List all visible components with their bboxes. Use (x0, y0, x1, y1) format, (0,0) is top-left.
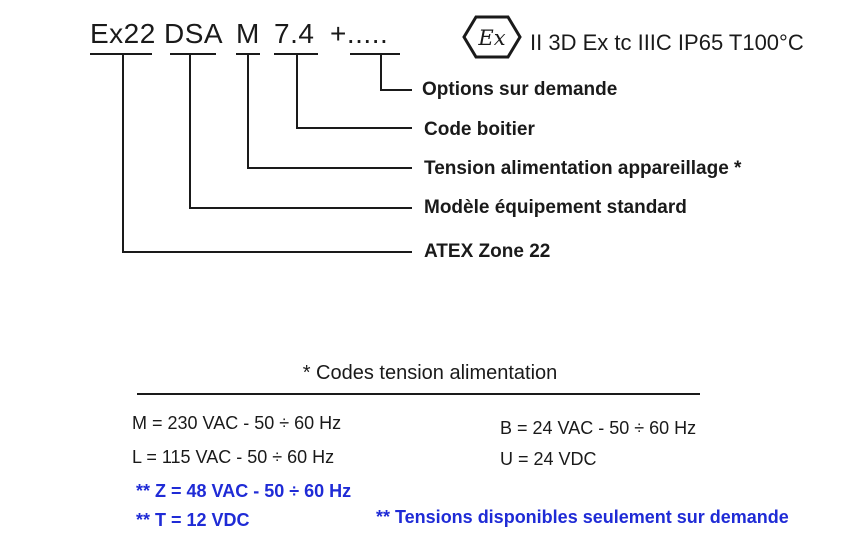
voltage-code-b: B = 24 VAC - 50 ÷ 60 Hz (500, 418, 697, 438)
leader-tension-horizontal (247, 167, 412, 169)
atex-hexagon (462, 15, 522, 59)
voltage-code-t: ** T = 12 VDC (136, 510, 250, 530)
underline-options (350, 53, 400, 55)
code-part-options: +..... (330, 18, 389, 49)
underline-ex22 (90, 53, 152, 55)
leader-boitier-horizontal (296, 127, 412, 129)
leader-boitier-vertical (296, 55, 298, 129)
voltage-code-z: ** Z = 48 VAC - 50 ÷ 60 Hz (136, 481, 352, 501)
atex-marking-text: II 3D Ex tc IIIC IP65 T100°C (530, 30, 804, 55)
code-part-m: M (236, 18, 260, 49)
leader-modele-vertical (189, 55, 191, 209)
label-code-boitier: Code boitier (424, 119, 535, 140)
on-request-note: ** Tensions disponibles seulement sur de… (376, 507, 789, 527)
atex-ex-icon: Ex (462, 15, 522, 59)
label-options: Options sur demande (422, 79, 618, 100)
voltage-code-m: M = 230 VAC - 50 ÷ 60 Hz (132, 413, 342, 433)
underline-7-4 (274, 53, 318, 55)
code-part-7-4: 7.4 (274, 18, 315, 49)
code-part-ex22: Ex22 (90, 18, 156, 49)
underline-dsa (170, 53, 216, 55)
label-atex-zone: ATEX Zone 22 (424, 241, 551, 262)
voltage-table-rule (137, 393, 700, 395)
leader-modele-horizontal (189, 207, 412, 209)
leader-options-horizontal (380, 89, 412, 91)
atex-mark-text: Ex (477, 26, 505, 50)
leader-atex-horizontal (122, 251, 412, 253)
voltage-code-u: U = 24 VDC (500, 449, 597, 469)
label-modele-equipement: Modèle équipement standard (424, 197, 687, 218)
code-part-dsa: DSA (164, 18, 224, 49)
label-tension-alimentation: Tension alimentation appareillage * (424, 158, 742, 179)
leader-tension-vertical (247, 55, 249, 169)
leader-atex-vertical (122, 55, 124, 253)
voltage-code-l: L = 115 VAC - 50 ÷ 60 Hz (132, 447, 335, 467)
underline-m (236, 53, 260, 55)
voltage-table-title: * Codes tension alimentation (302, 362, 558, 384)
leader-options-vertical (380, 55, 382, 91)
